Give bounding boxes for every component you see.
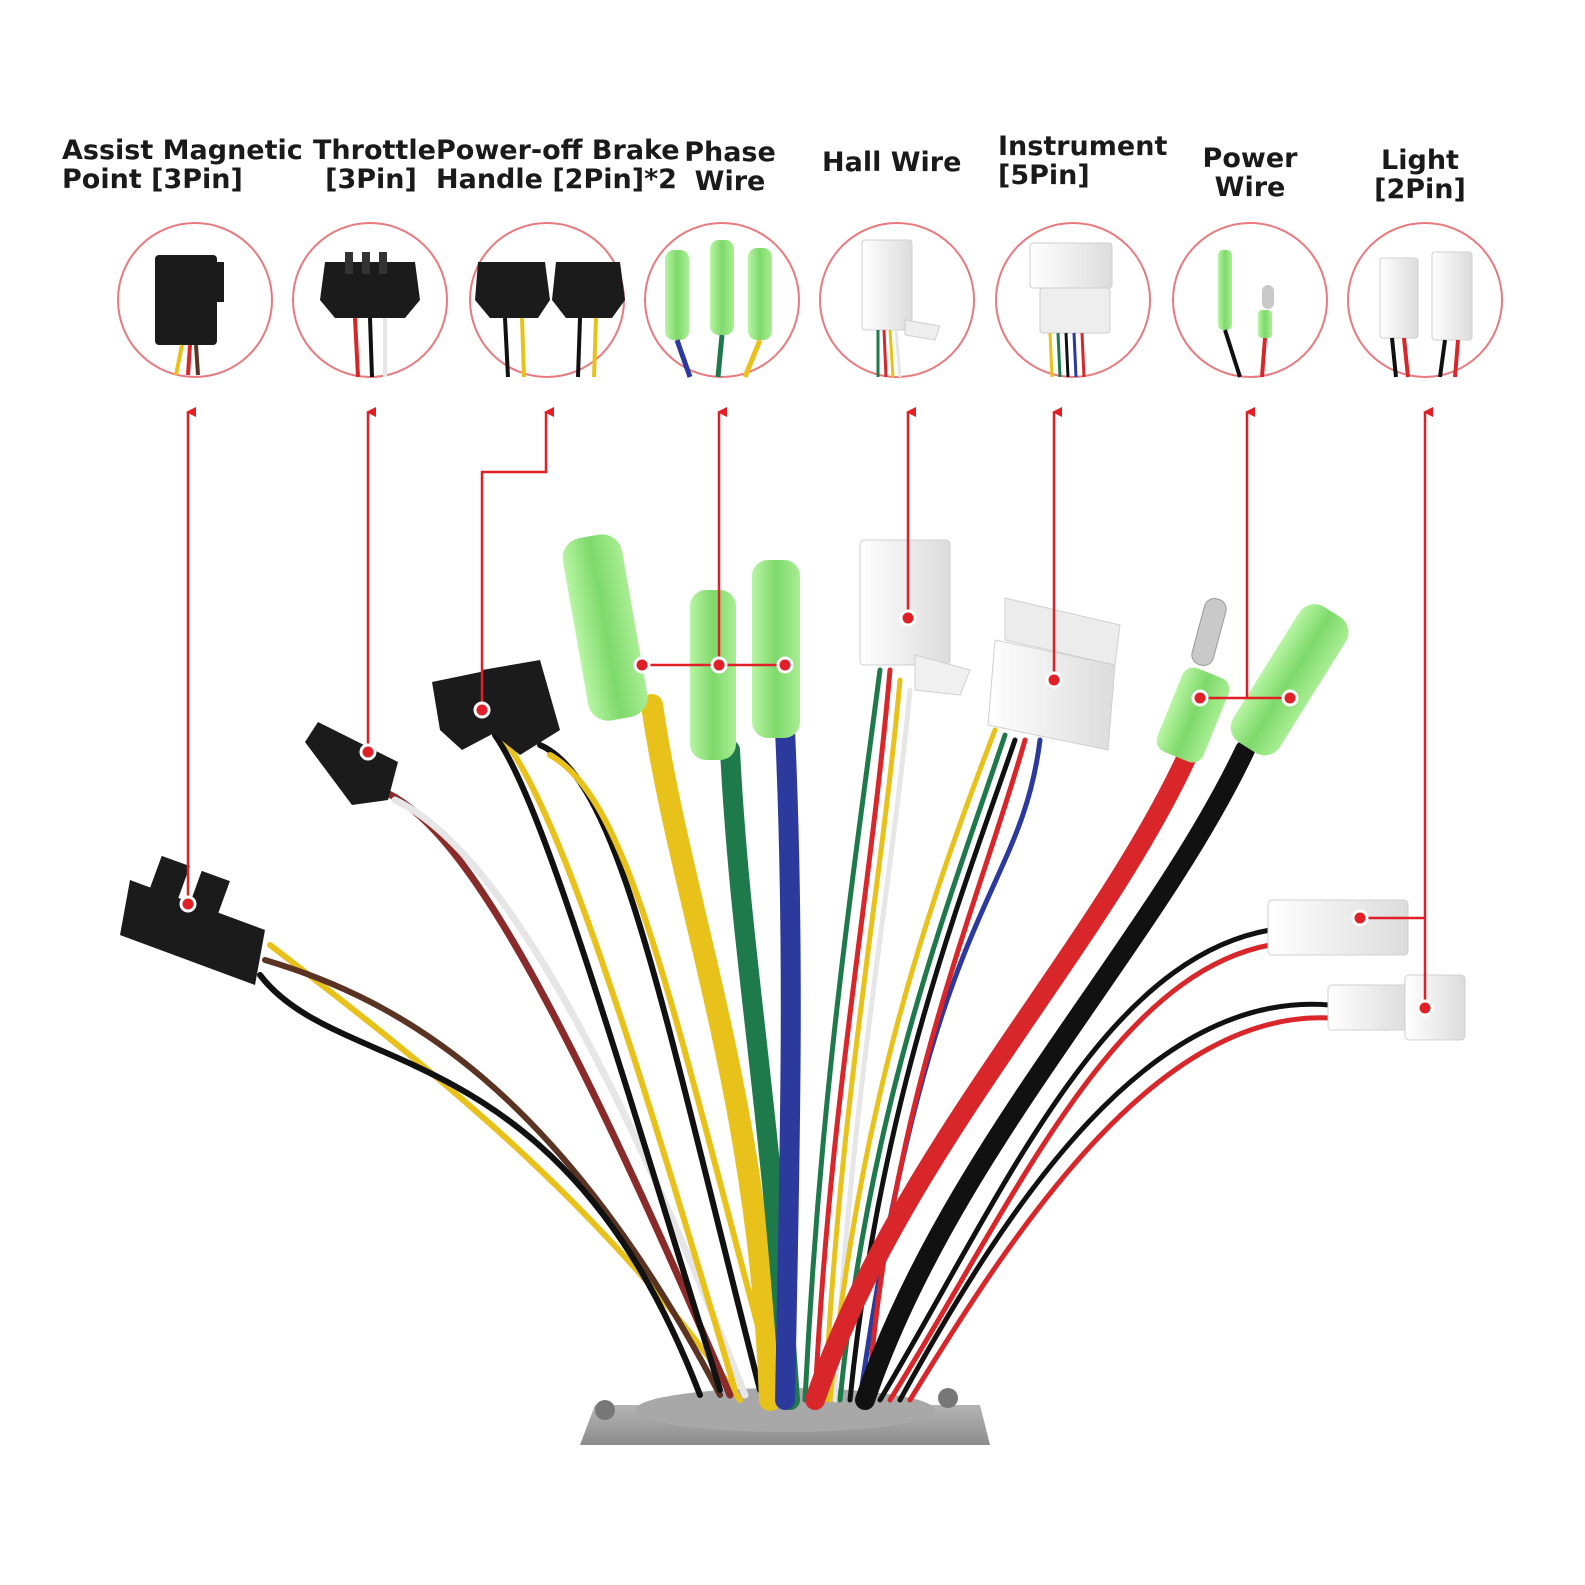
circle-light <box>1347 222 1503 378</box>
connector-white-5pin-icon <box>1029 242 1113 289</box>
label-throttle-line2: [3Pin] <box>325 164 417 195</box>
dot-brake <box>473 701 491 719</box>
label-brake-line2: Handle [2Pin]*2 <box>436 164 677 195</box>
dot-throttle <box>359 743 377 761</box>
circle-brake <box>469 222 625 378</box>
assist-magnetic-connector <box>120 855 265 985</box>
circle-assist-magnetic <box>117 222 273 378</box>
label-light-line1: Light <box>1381 145 1459 176</box>
label-power-off-brake: Power-off Brake Handle [2Pin]*2 <box>436 136 680 194</box>
dot-phase-3 <box>776 656 794 674</box>
label-hall-line1: Hall Wire <box>822 147 962 178</box>
label-hall-wire: Hall Wire <box>822 148 961 177</box>
wire-hall-green <box>802 667 883 1403</box>
instrument-connector <box>987 597 1121 751</box>
brake-connector-2 <box>482 660 560 755</box>
dot-power-2 <box>1281 689 1299 707</box>
bullet-terminal-green-icon <box>1218 250 1232 330</box>
callout-line-brake <box>480 407 554 710</box>
connector-2pin-black-icon <box>475 262 550 318</box>
dot-hall <box>899 609 917 627</box>
circle-phase <box>644 222 800 378</box>
label-power-wire: Power Wire <box>1200 144 1300 202</box>
callout-dots <box>179 609 1434 1017</box>
dot-phase-1 <box>633 656 651 674</box>
label-throttle-line1: Throttle <box>313 135 436 166</box>
connector-white-hall-icon <box>861 239 913 331</box>
phase-terminals <box>562 534 800 760</box>
wire-instrument-yellow <box>827 727 998 1403</box>
label-assist-magnetic-point: Assist Magnetic Point [3Pin] <box>62 136 303 194</box>
bullet-terminal-green-icon <box>748 248 772 340</box>
wire-hall-yellow <box>822 677 903 1403</box>
connector-white-2pin-icon <box>1379 257 1419 339</box>
connector-3pin-black-icon <box>320 262 420 318</box>
wire-phase-blue <box>775 720 801 1410</box>
label-phase-line1: Phase <box>684 137 776 168</box>
power-terminals <box>1156 598 1349 763</box>
wire-phase-yellow <box>641 694 781 1411</box>
wire-light-black-1 <box>877 927 1273 1403</box>
throttle-connector <box>305 722 398 805</box>
wire-assist-black <box>257 972 703 1398</box>
connector-3pin-black-icon <box>155 255 217 345</box>
label-throttle: Throttle [3Pin] <box>313 135 436 195</box>
wire-hall-red <box>812 667 893 1403</box>
wire-power-black <box>855 740 1255 1410</box>
light-connector-2 <box>1327 974 1466 1041</box>
label-phase-wire: Phase Wire <box>680 138 780 196</box>
label-power-line1: Power <box>1202 143 1298 174</box>
circle-hall <box>819 222 975 378</box>
label-instrument: Instrument [5Pin] <box>998 132 1167 190</box>
dot-light-2 <box>1416 999 1434 1017</box>
label-power-line2: Wire <box>1214 172 1286 203</box>
wire-assist-brown <box>262 957 723 1398</box>
wire-throttle-white <box>391 796 749 1399</box>
dot-assist <box>179 895 197 913</box>
callout-circles <box>117 222 1503 378</box>
callout-lines <box>186 407 1433 1008</box>
circle-power <box>1172 222 1328 378</box>
wires <box>257 667 1333 1411</box>
wire-brake-black-1 <box>492 732 723 1393</box>
connector-2pin-black-icon <box>552 262 625 318</box>
wire-light-black-2 <box>897 1001 1333 1403</box>
harness-connectors <box>120 534 1466 1041</box>
light-connector-1 <box>1267 899 1409 956</box>
label-light: Light [2Pin] <box>1370 146 1470 204</box>
dot-light-1 <box>1351 909 1369 927</box>
circle-instrument <box>995 222 1151 378</box>
wire-brake-yellow-1 <box>502 737 738 1393</box>
connector-white-2pin-icon <box>1431 251 1473 341</box>
wire-light-red-2 <box>907 1015 1333 1403</box>
label-instrument-line1: Instrument <box>998 131 1168 162</box>
bullet-terminal-green-icon <box>710 240 734 335</box>
label-assist-line1: Assist Magnetic <box>62 135 303 166</box>
bullet-terminal-green-icon <box>665 250 689 340</box>
wire-brake-yellow-2 <box>547 752 778 1393</box>
label-instrument-line2: [5Pin] <box>998 160 1090 191</box>
dot-instrument <box>1045 671 1063 689</box>
dot-phase-2 <box>710 656 728 674</box>
wire-instrument-red <box>865 737 1028 1403</box>
wire-light-red-1 <box>887 942 1273 1403</box>
dot-power-1 <box>1191 689 1209 707</box>
label-light-line2: [2Pin] <box>1374 174 1466 205</box>
callout-line-light <box>1360 407 1433 1008</box>
label-phase-line2: Wire <box>694 166 766 197</box>
circle-throttle <box>292 222 448 378</box>
wire-power-red <box>805 740 1200 1410</box>
label-assist-line2: Point [3Pin] <box>62 164 243 195</box>
label-brake-line1: Power-off Brake <box>436 135 680 166</box>
hall-connector <box>859 539 971 696</box>
